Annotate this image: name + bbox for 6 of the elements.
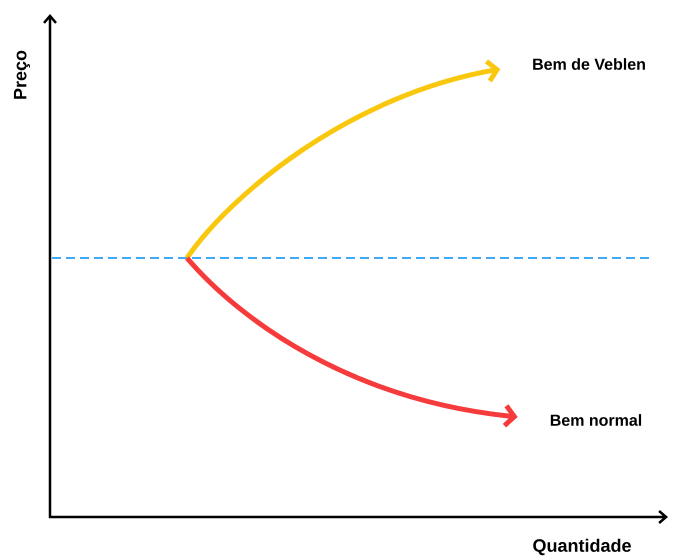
curved-arrow	[185, 256, 518, 428]
axis-label: Quantidade	[533, 538, 631, 556]
curved-arrow	[185, 59, 500, 260]
curve-label: Bem normal	[550, 414, 642, 426]
axis-label: Preço	[14, 50, 30, 99]
curve-label: Bem de Veblen	[533, 58, 645, 70]
